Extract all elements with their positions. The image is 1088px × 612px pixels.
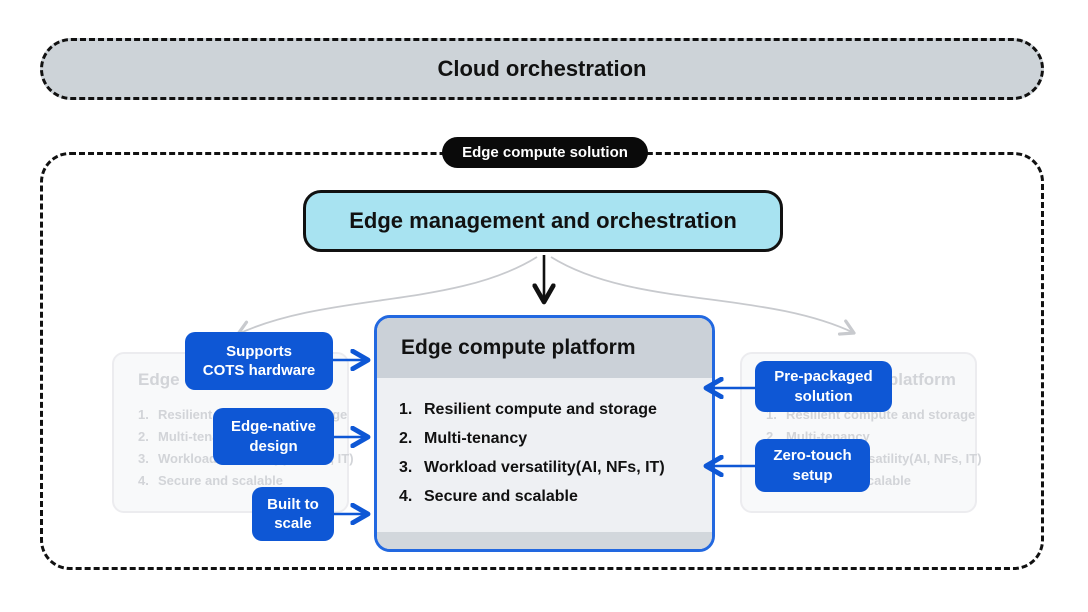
edge-compute-platform-box: Edge compute platform 1. Resilient compu… [374,315,715,552]
edge-compute-platform-header: Edge compute platform [377,318,712,378]
edge-management-orchestration-box: Edge management and orchestration [303,190,783,252]
callout-zerotouch-setup: Zero-touch setup [755,439,870,492]
cloud-orchestration-label: Cloud orchestration [437,56,647,81]
platform-list-item: 3. Workload versatility(AI, NFs, IT) [399,459,665,476]
platform-list-item: 2. Multi-tenancy [399,430,528,447]
platform-list-item: 1. Resilient compute and storage [399,401,657,418]
callout-built-to-scale: Built to scale [252,487,334,541]
ghost-list-item: 4. Secure and scalable [138,473,284,488]
callout-prepackaged-solution: Pre-packaged solution [755,361,892,412]
callout-edge-native-design: Edge-native design [213,408,334,465]
cloud-orchestration-pill: Cloud orchestration [40,38,1044,100]
callout-supports-cots-hardware: Supports COTS hardware [185,332,333,390]
edge-management-orchestration-label: Edge management and orchestration [349,208,737,233]
edge-compute-solution-label: Edge compute solution [462,144,628,161]
platform-list-item: 4. Secure and scalable [399,488,578,505]
edge-compute-platform-title: Edge compute platform [401,336,636,359]
edge-compute-platform-list: 1. Resilient compute and storage 2. Mult… [377,378,712,507]
platform-footer-strip [377,532,712,549]
edge-compute-solution-pill: Edge compute solution [442,137,648,168]
